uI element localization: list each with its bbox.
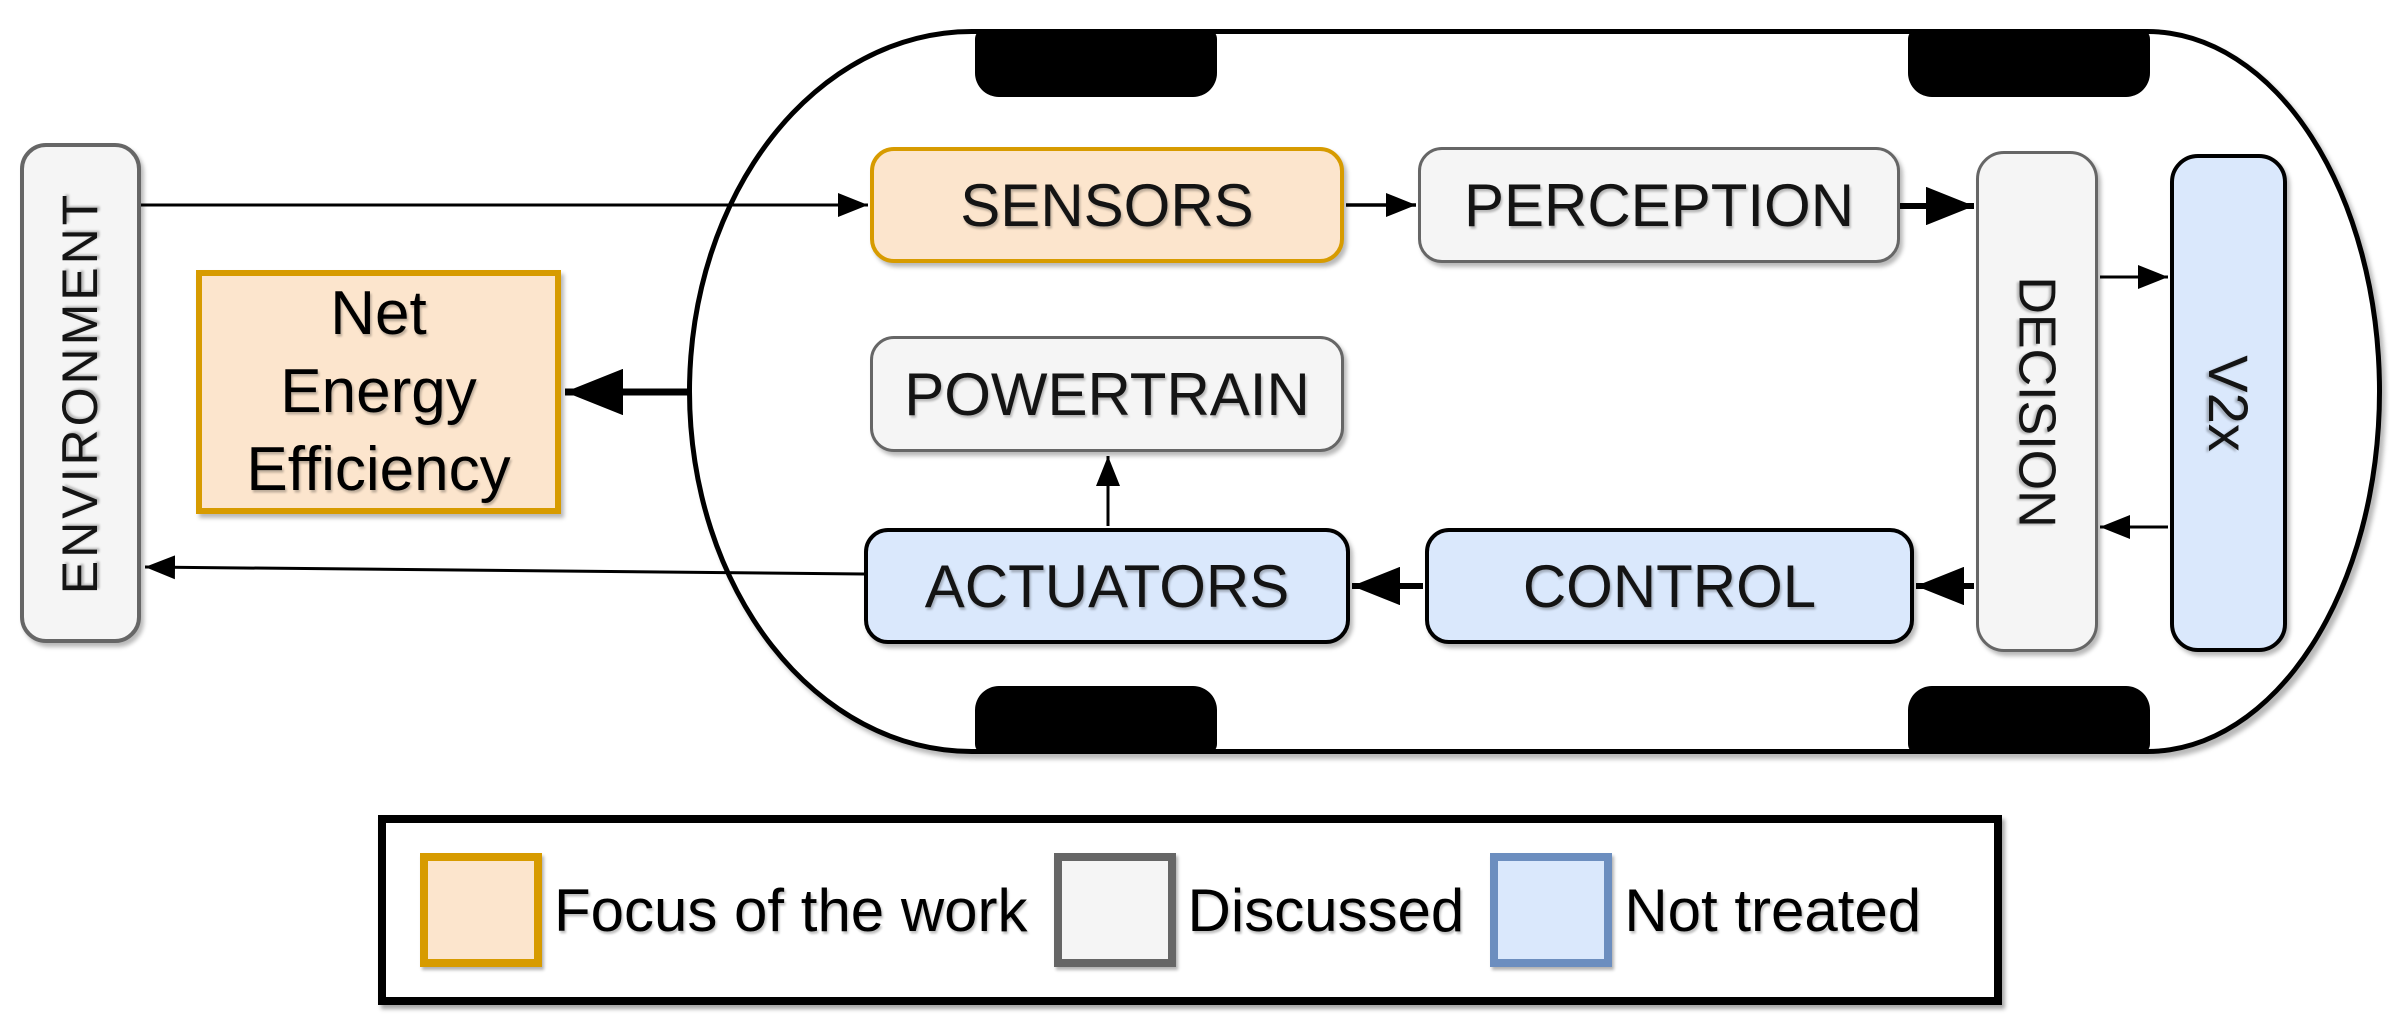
actuators-label: ACTUATORS xyxy=(924,552,1290,620)
actuators-box: ACTUATORS xyxy=(864,528,1350,644)
powertrain-box: POWERTRAIN xyxy=(870,336,1344,452)
wheel-rear-right-icon xyxy=(1908,686,2150,754)
net-energy-efficiency-box: Net Energy Efficiency xyxy=(196,270,561,514)
legend-label-not-treated: Not treated xyxy=(1624,876,1922,944)
control-box: CONTROL xyxy=(1425,528,1914,644)
net-energy-line-2: Energy xyxy=(280,357,477,426)
legend: Focus of the work Discussed Not treated xyxy=(378,815,2002,1005)
wheel-front-left-icon xyxy=(975,29,1217,97)
legend-swatch-focus xyxy=(420,853,542,967)
legend-swatch-not-treated xyxy=(1490,853,1613,967)
perception-label: PERCEPTION xyxy=(1463,171,1855,239)
decision-box: DECISION xyxy=(1976,151,2098,652)
v2x-box: V2x xyxy=(2170,154,2287,652)
wheel-rear-left-icon xyxy=(975,686,1217,754)
net-energy-line-1: Net xyxy=(330,279,427,348)
net-energy-line-3: Efficiency xyxy=(246,435,511,504)
legend-item-not-treated: Not treated xyxy=(1490,853,1921,967)
legend-item-discussed: Discussed xyxy=(1053,853,1465,967)
wheel-front-right-icon xyxy=(1908,29,2150,97)
decision-label: DECISION xyxy=(2008,275,2066,528)
control-label: CONTROL xyxy=(1522,552,1817,620)
legend-swatch-discussed xyxy=(1053,853,1176,967)
legend-label-focus: Focus of the work xyxy=(554,876,1028,944)
legend-label-discussed: Discussed xyxy=(1187,876,1465,944)
v2x-label: V2x xyxy=(2197,354,2260,452)
environment-box: ENVIRONMENT xyxy=(20,143,141,643)
environment-label: ENVIRONMENT xyxy=(52,191,109,595)
powertrain-label: POWERTRAIN xyxy=(904,360,1310,428)
sensors-box: SENSORS xyxy=(870,147,1344,263)
perception-box: PERCEPTION xyxy=(1418,147,1900,263)
legend-item-focus: Focus of the work xyxy=(420,853,1028,967)
sensors-label: SENSORS xyxy=(960,171,1254,239)
